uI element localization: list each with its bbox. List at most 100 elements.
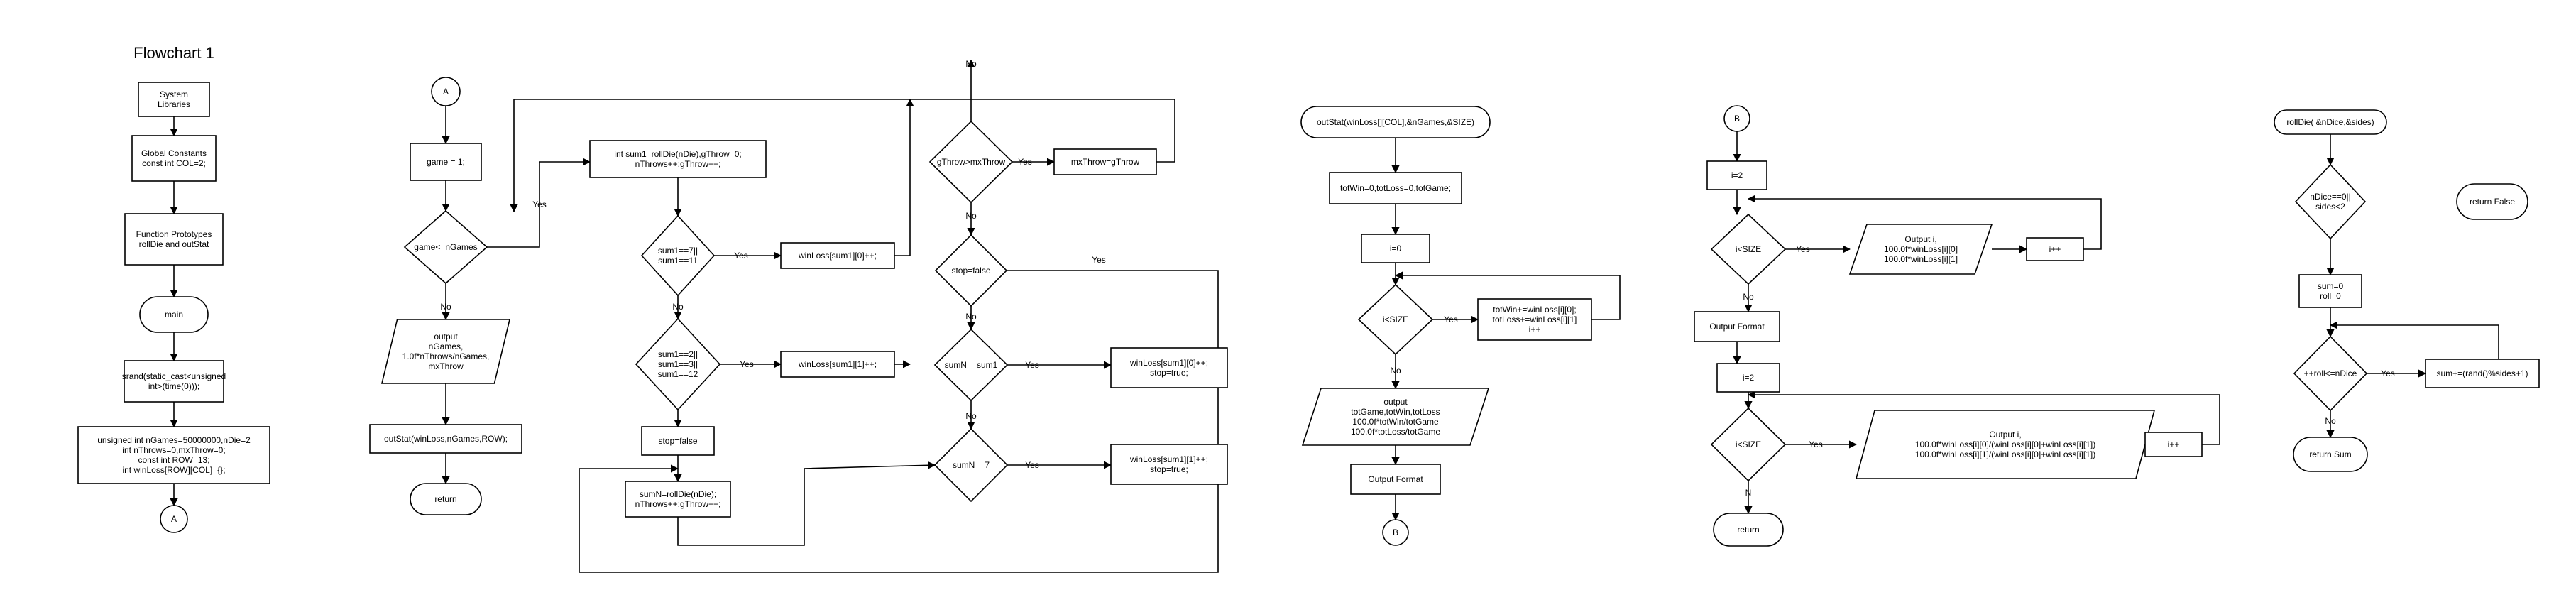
- node-text-mxset: mxThrow=gThrow: [1071, 157, 1140, 167]
- node-shape-wl0: [780, 242, 895, 269]
- node-text-rd-ret: return Sum: [2309, 449, 2351, 459]
- node-text-b-i2b: i=2: [1743, 373, 1755, 383]
- node-text-outp: mxThrow: [428, 361, 464, 371]
- node-text-dsum1: sumN==sum1: [945, 360, 998, 370]
- node-text-b-i2a: i=2: [1731, 170, 1743, 180]
- node-shape-b-inc2: [2144, 432, 2203, 457]
- edge-label-yes: Yes: [1796, 244, 1810, 254]
- node-text-glob: Global Constants: [141, 148, 207, 158]
- node-text-sys: System: [160, 89, 188, 99]
- node-text-os-cond: i<SIZE: [1383, 315, 1408, 324]
- node-text-proto: rollDie and outStat: [139, 239, 209, 249]
- node-text-b-inc1: i++: [2049, 244, 2061, 254]
- node-text-b-inc2: i++: [2168, 439, 2180, 449]
- edge-label-no: No: [965, 211, 977, 221]
- node-shape-connA1: [160, 505, 188, 533]
- node-text-sys: Libraries: [158, 99, 190, 109]
- node-shape-win1stop: [1110, 444, 1228, 485]
- node-shape-sumN: [625, 481, 731, 518]
- node-text-stopf1: stop=false: [658, 436, 697, 446]
- node-shape-rd-false: [2456, 183, 2528, 220]
- node-text-connB2: B: [1734, 114, 1740, 124]
- node-text-b-fmt: Output Format: [1709, 322, 1765, 332]
- node-shape-connB1: [1382, 519, 1409, 546]
- edge-label-no: No: [1390, 366, 1401, 376]
- node-text-rd-cond: sides<2: [2315, 202, 2345, 212]
- node-shape-dmx: [928, 120, 1014, 204]
- node-shape-connB2: [1723, 105, 1750, 132]
- node-text-game1: game = 1;: [427, 157, 465, 167]
- node-text-rd-body: sum+=(rand()%sides+1): [2436, 368, 2528, 378]
- node-text-sum1init: nThrows++;gThrow++;: [635, 159, 721, 169]
- node-shape-sum1init: [589, 140, 767, 178]
- flowchart-title: Flowchart 1: [133, 44, 214, 62]
- node-shape-os-acc: [1477, 298, 1592, 341]
- node-shape-rd-start: [2274, 109, 2387, 135]
- connector-arrow: [579, 270, 1219, 573]
- node-shape-rd-ret: [2293, 437, 2368, 472]
- node-text-gcond: game<=nGames: [414, 242, 477, 252]
- node-shape-b-c1: [1710, 213, 1787, 285]
- node-shape-d2: [635, 317, 721, 411]
- node-text-win0stop: stop=true;: [1150, 368, 1188, 378]
- node-shape-gcond: [403, 209, 488, 285]
- node-text-sumN: nThrows++;gThrow++;: [635, 499, 721, 509]
- node-text-b-out2: Output i,: [1989, 430, 2021, 439]
- node-shape-stopf1: [641, 426, 715, 456]
- node-text-dstop: stop=false: [951, 266, 990, 275]
- node-text-rd-start: rollDie( &nDice,&sides): [2286, 117, 2374, 127]
- node-text-b-out2: 100.0f*winLoss[i][1]/(winLoss[i][0]+winL…: [1915, 449, 2095, 459]
- node-text-ret1: return: [434, 494, 456, 504]
- node-shape-ret1: [410, 483, 482, 515]
- node-shape-b-i2a: [1706, 160, 1767, 190]
- edge-label-no: No: [965, 411, 977, 421]
- edge-label-yes: Yes: [1809, 439, 1823, 449]
- node-text-b-out1: 100.0f*winLoss[i][0]: [1884, 244, 1958, 254]
- node-text-os-out: output: [1383, 397, 1408, 407]
- node-shape-os-start: [1300, 106, 1491, 138]
- node-text-rd-false: return False: [2470, 197, 2515, 207]
- node-shape-os-i0: [1361, 234, 1430, 263]
- node-text-wl1: winLoss[sum1][1]++;: [798, 359, 877, 369]
- node-text-b-ret: return: [1737, 525, 1759, 535]
- node-shape-dsum7: [933, 427, 1009, 503]
- node-shape-proto: [124, 213, 224, 266]
- node-text-os-out: totGame,totWin,totLoss: [1351, 407, 1440, 417]
- node-text-os-acc: totWin+=winLoss[i][0];: [1493, 305, 1576, 315]
- node-shape-rd-body: [2425, 359, 2540, 388]
- node-text-d7: sum1==7||: [658, 246, 698, 256]
- node-text-b-out1: 100.0f*winLoss[i][1]: [1884, 254, 1958, 264]
- node-shape-b-c2: [1710, 407, 1787, 482]
- node-shape-b-out1: [1848, 224, 1993, 275]
- node-shape-b-fmt: [1694, 311, 1780, 342]
- edge-label-yes: Yes: [2381, 368, 2395, 378]
- node-text-b-out1: Output i,: [1904, 234, 1936, 244]
- edge-label-no: No: [672, 302, 684, 312]
- node-text-win1stop: winLoss[sum1][1]++;: [1129, 454, 1208, 464]
- node-text-os-fmt: Output Format: [1368, 474, 1423, 484]
- node-shape-b-ret: [1713, 513, 1784, 547]
- connector-arrow: [677, 461, 936, 546]
- edge-label-yes: Yes: [734, 251, 748, 261]
- node-text-sum1init: int sum1=rollDie(nDie),gThrow=0;: [614, 149, 741, 159]
- connector-arrow: [510, 99, 1175, 213]
- connector-arrow: [1747, 390, 2220, 445]
- edge-label-yes: Yes: [1092, 255, 1106, 265]
- node-text-glob: const int COL=2;: [142, 158, 206, 168]
- node-text-decl: int nThrows=0,mxThrow=0;: [122, 445, 225, 455]
- node-text-d2: sum1==2||: [658, 349, 698, 359]
- node-shape-game1: [410, 143, 482, 181]
- edge-label-no: No: [2325, 416, 2336, 426]
- node-shape-mxset: [1053, 148, 1157, 175]
- node-shape-sys: [138, 82, 210, 117]
- node-text-os-out: 100.0f*totLoss/totGame: [1351, 427, 1440, 437]
- node-text-outcall: outStat(winLoss,nGames,ROW);: [384, 434, 508, 444]
- node-shape-b-out2: [1855, 410, 2156, 479]
- node-text-b-c1: i<SIZE: [1736, 244, 1761, 254]
- node-shape-outp: [380, 319, 511, 384]
- node-text-win0stop: winLoss[sum1][0]++;: [1129, 358, 1208, 368]
- node-text-srand: srand(static_cast<unsigned: [122, 371, 226, 381]
- edge-label-no: No: [965, 312, 977, 322]
- node-text-b-out2: 100.0f*winLoss[i][0]/(winLoss[i][0]+winL…: [1915, 439, 2095, 449]
- connector-arrow: [1747, 195, 2102, 250]
